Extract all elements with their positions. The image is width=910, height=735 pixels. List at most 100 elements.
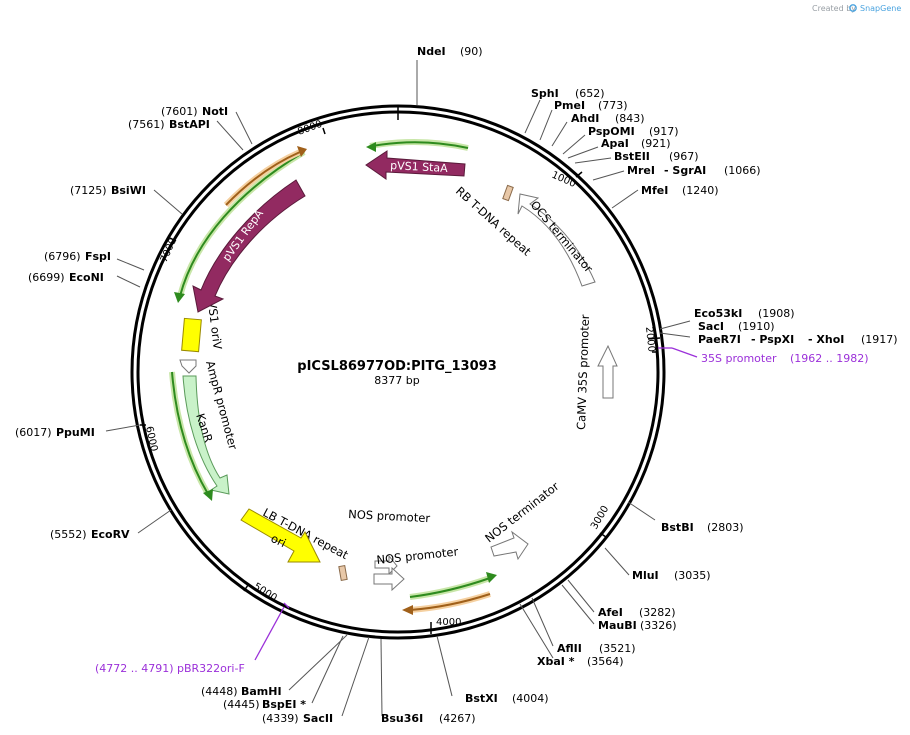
feature-ocs-terminator: OCS terminator — [517, 193, 596, 287]
primer-range: (1962 .. 1982) — [790, 352, 869, 365]
site-pos: (4339) — [262, 712, 299, 725]
site-pos: (1066) — [724, 164, 761, 177]
site-pos: (5552) — [50, 528, 87, 541]
site-name: MreI — [627, 164, 655, 177]
site-name: FspI — [85, 250, 111, 263]
site-name: ApaI — [601, 137, 629, 150]
site-name: BsiWI — [111, 184, 146, 197]
site-name: SacI — [698, 320, 724, 333]
site-name: SacII — [303, 712, 333, 725]
site-pos: (1910) — [738, 320, 775, 333]
site-pos: (3035) — [674, 569, 711, 582]
site-name: MluI — [632, 569, 659, 582]
site-pos: (7561) — [128, 118, 165, 131]
feature-nos-terminator: NOS terminator — [482, 479, 562, 561]
primer-name: pBR322ori-F — [177, 662, 245, 675]
primer-range: (4772 .. 4791) — [95, 662, 174, 675]
site-name: AfeI — [598, 606, 623, 619]
site-pos: (3521) — [599, 642, 636, 655]
site-pos: (4004) — [512, 692, 549, 705]
orf-arrow-left-2 — [169, 371, 213, 501]
site-name: PspOMI — [588, 125, 635, 138]
site-name: XbaI * — [537, 655, 575, 668]
site-name: Eco53kI — [694, 307, 742, 320]
feature-pvs1-oriv-label: pVS1 oriV — [204, 293, 225, 351]
site-pos: (843) — [615, 112, 645, 125]
site-name: BstXI — [465, 692, 498, 705]
site-name: - XhoI — [808, 333, 844, 346]
site-marks — [397, 105, 661, 634]
site-pos: (4445) — [223, 698, 260, 711]
site-name: BspEI * — [262, 698, 306, 711]
site-name: AhdI — [571, 112, 599, 125]
tick-label: 8000 — [296, 119, 324, 138]
orf-arrow-bottom-1 — [409, 572, 497, 600]
site-pos: (967) — [669, 150, 699, 163]
site-pos: (7601) — [161, 105, 198, 118]
site-name: - PspXI — [751, 333, 794, 346]
feature-nos-promoter-2-label: NOS promoter — [376, 544, 459, 567]
site-name: AflII — [557, 642, 582, 655]
feature-ocs-terminator-label: OCS terminator — [528, 198, 596, 276]
site-pos: (4448) — [201, 685, 238, 698]
tick-label: 4000 — [436, 617, 461, 628]
feature-pvs1-staa-label: pVS1 StaA — [390, 159, 449, 175]
site-name: SphI — [531, 87, 559, 100]
site-pos: (3564) — [587, 655, 624, 668]
feature-pvs1-oriv: pVS1 oriV — [181, 293, 225, 353]
site-name: PaeR7I — [698, 333, 741, 346]
site-pos: (90) — [460, 45, 483, 58]
site-pos: (652) — [575, 87, 605, 100]
primer-labels: 35S promoter (1962 .. 1982) (4772 .. 479… — [95, 352, 869, 675]
feature-camv35s: CaMV 35S promoter — [574, 314, 618, 430]
orf-arrow-left-1 — [174, 149, 306, 303]
credit-brand: SnapGene — [860, 4, 901, 13]
feature-pvs1-repa: pVS1 RepA — [192, 179, 306, 313]
tick-label: 5000 — [251, 581, 278, 604]
site-pos: (1908) — [758, 307, 795, 320]
site-name: MfeI — [641, 184, 668, 197]
feature-kanr: KanR — [182, 375, 230, 495]
site-pos: (3282) — [639, 606, 676, 619]
site-pos: (7125) — [70, 184, 107, 197]
plasmid-length: 8377 bp — [374, 374, 419, 387]
orf-arrow-left-orange — [223, 146, 307, 208]
site-pos: (4267) — [439, 712, 476, 725]
snapgene-logo-icon — [849, 4, 857, 12]
orf-arrow-top — [366, 139, 469, 152]
primer-35s-mark — [658, 347, 698, 358]
site-name: EcoRV — [91, 528, 130, 541]
site-pos: (917) — [649, 125, 679, 138]
site-name: BamHI — [241, 685, 282, 698]
site-pos: (3326) — [640, 619, 677, 632]
site-labels: NdeI (90) SphI (652) PmeI (773) AhdI (84… — [15, 45, 898, 725]
site-pos: (6796) — [44, 250, 81, 263]
feature-pvs1-staa: pVS1 StaA — [365, 150, 466, 180]
site-name: PmeI — [554, 99, 585, 112]
site-pos: (1917) — [861, 333, 898, 346]
leader-lines — [105, 60, 691, 717]
site-name: PpuMI — [56, 426, 95, 439]
plasmid-name: pICSL86977OD:PITG_13093 — [297, 359, 496, 374]
site-pos: (2803) — [707, 521, 744, 534]
site-pos: (6699) — [28, 271, 65, 284]
site-name: BstBI — [661, 521, 694, 534]
site-name: EcoNI — [69, 271, 104, 284]
site-name: NdeI — [417, 45, 446, 58]
feature-nos-terminator-label: NOS terminator — [482, 479, 562, 545]
site-name: BstAPI — [169, 118, 210, 131]
site-pos: (1240) — [682, 184, 719, 197]
site-pos: (773) — [598, 99, 628, 112]
orf-arrow-bottom-2 — [402, 591, 491, 615]
primer-pbr322-mark — [254, 602, 290, 661]
site-name: MauBI — [598, 619, 637, 632]
site-name: BstEII — [614, 150, 650, 163]
credit-prefix: Created by — [812, 4, 856, 13]
tick-label: 6000 — [143, 425, 159, 452]
site-pos: (921) — [641, 137, 671, 150]
primer-name: 35S promoter — [701, 352, 777, 365]
site-name: Bsu36I — [381, 712, 423, 725]
tick-label: 2000 — [643, 326, 657, 352]
site-name: - SgrAI — [664, 164, 706, 177]
